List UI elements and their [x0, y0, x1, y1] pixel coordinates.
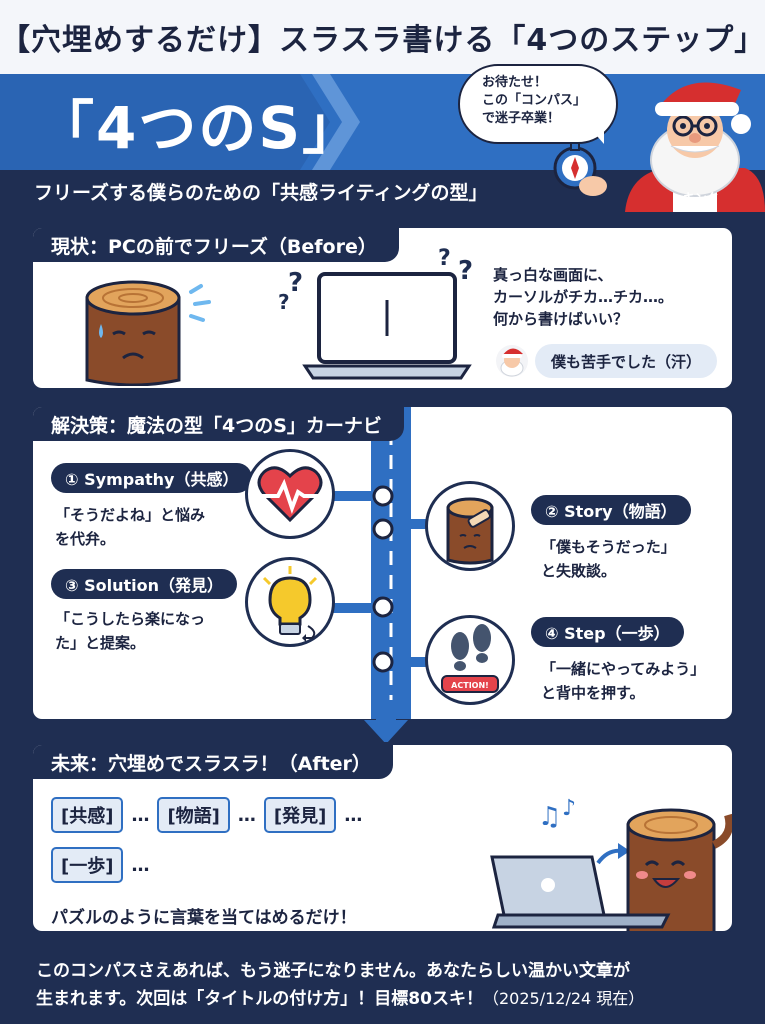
- step-desc-line: を代弁。: [55, 530, 116, 548]
- step-step-label: ④ Step（一歩）: [531, 617, 684, 647]
- happy-log-with-laptop-icon: ♫ ♪: [490, 796, 732, 931]
- tag-step: [一歩]: [51, 847, 124, 883]
- footer-date: （2025/12/24 現在）: [482, 989, 645, 1008]
- step-story-icon-circle: [425, 481, 515, 571]
- step-step-desc: 「一緒にやってみよう」 と背中を押す。: [541, 657, 705, 705]
- question-mark-icon: ?: [288, 268, 304, 298]
- footer-message: このコンパスさえあれば、もう迷子になりません。あなたらしい温かい文章が 生まれま…: [36, 958, 746, 1013]
- sad-log-icon: [85, 280, 211, 386]
- page-title: 【穴埋めするだけ】スラスラ書ける「4つのステップ」: [0, 0, 765, 74]
- step-sympathy-icon-circle: [245, 449, 335, 539]
- step-solution-desc: 「こうしたら楽になっ た」と提案。: [55, 607, 205, 655]
- hero-heading: 「4つのS」: [36, 94, 363, 162]
- step-solution-icon-circle: [245, 557, 335, 647]
- laptop-icon: [302, 272, 472, 380]
- before-description: 真っ白な画面に、 カーソルがチカ…チカ…。 何から書けばいい？: [493, 264, 732, 330]
- lightbulb-icon: [262, 566, 318, 642]
- santa-avatar-icon: [496, 345, 528, 377]
- bandaged-log-icon: [446, 497, 494, 565]
- footprints-icon: [441, 624, 499, 693]
- svg-text:♫: ♫: [538, 802, 561, 832]
- footer-line: 生まれます。次回は「タイトルの付け方」！目標80スキ！（2025/12/24 現…: [36, 985, 746, 1013]
- before-description-line: カーソルがチカ…チカ…。: [493, 288, 674, 306]
- tag-solution: [発見]: [263, 797, 337, 833]
- before-description-line: 何から書けばいい？: [493, 310, 629, 328]
- question-mark-icon: ?: [438, 246, 451, 271]
- before-panel: 現状：PCの前でフリーズ（Before） ? ? ? ? 真っ白な画面に、 カー…: [30, 225, 735, 391]
- step-desc-line: 「こうしたら楽になっ: [55, 610, 206, 628]
- tag-row: [一歩] …: [51, 847, 157, 883]
- solution-panel-title: 解決策：魔法の型「4つのS」カーナビ: [33, 407, 404, 441]
- after-panel: 未来：穴埋めでスラスラ！（After） [共感] … [物語] … [発見] ……: [30, 742, 735, 934]
- question-mark-icon: ?: [458, 256, 474, 286]
- step-step-icon-circle: ACTION!: [425, 615, 515, 705]
- subtitle: フリーズする僕らのための「共感ライティングの型」: [34, 181, 488, 204]
- before-description-line: 真っ白な画面に、: [493, 266, 613, 284]
- speech-bubble-tail: [590, 128, 604, 144]
- speech-line: お待たせ！: [482, 75, 548, 90]
- before-panel-title: 現状：PCの前でフリーズ（Before）: [33, 228, 399, 262]
- step-desc-line: 「一緒にやってみよう」: [541, 660, 706, 678]
- ellipsis: …: [131, 804, 150, 826]
- step-solution-label: ③ Solution（発見）: [51, 569, 238, 599]
- footer-line-text: 生まれます。次回は「タイトルの付け方」！目標80スキ！: [36, 989, 483, 1009]
- santa-mascot-icon: [553, 82, 765, 212]
- footer-line: このコンパスさえあれば、もう迷子になりません。あなたらしい温かい文章が: [36, 961, 630, 981]
- step-desc-line: と失敗談。: [541, 562, 617, 580]
- ellipsis: …: [344, 804, 363, 826]
- step-story-label: ② Story（物語）: [531, 495, 691, 525]
- tag-story: [物語]: [157, 797, 230, 833]
- before-note: 僕も苦手でした（汗）: [535, 344, 718, 378]
- tag-row: [共感] … [物語] … [発見] …: [51, 797, 370, 833]
- step-desc-line: た」と提案。: [55, 634, 146, 652]
- ellipsis: …: [131, 854, 150, 876]
- step-desc-line: 「そうだよね」と悩み: [55, 506, 206, 524]
- hero-chevron-shape: [0, 74, 360, 170]
- svg-text:♪: ♪: [562, 796, 576, 821]
- heart-pulse-icon: [257, 466, 323, 523]
- route-road-icon: [333, 407, 451, 719]
- speech-line: この「コンパス」: [482, 93, 587, 108]
- step-sympathy-label: ① Sympathy（共感）: [51, 463, 253, 493]
- mascot-name: キンタ: [683, 191, 719, 205]
- step-sympathy-desc: 「そうだよね」と悩み を代弁。: [55, 503, 205, 551]
- after-description: パズルのように言葉を当てはめるだけ！: [51, 908, 357, 928]
- solution-panel: 解決策：魔法の型「4つのS」カーナビ ① Sympathy（共感） 「そうだよね…: [30, 404, 735, 722]
- question-mark-icon: ?: [278, 290, 290, 314]
- step-desc-line: と背中を押す。: [541, 684, 645, 702]
- tag-sympathy: [共感]: [51, 797, 124, 833]
- speech-line: で迷子卒業！: [482, 111, 561, 126]
- ellipsis: …: [237, 804, 256, 826]
- step-desc-line: 「僕もそうだった」: [541, 538, 676, 556]
- after-panel-title: 未来：穴埋めでスラスラ！（After）: [33, 745, 393, 779]
- action-badge: ACTION!: [451, 680, 489, 690]
- down-arrow-icon: [364, 700, 408, 744]
- step-story-desc: 「僕もそうだった」 と失敗談。: [541, 535, 676, 583]
